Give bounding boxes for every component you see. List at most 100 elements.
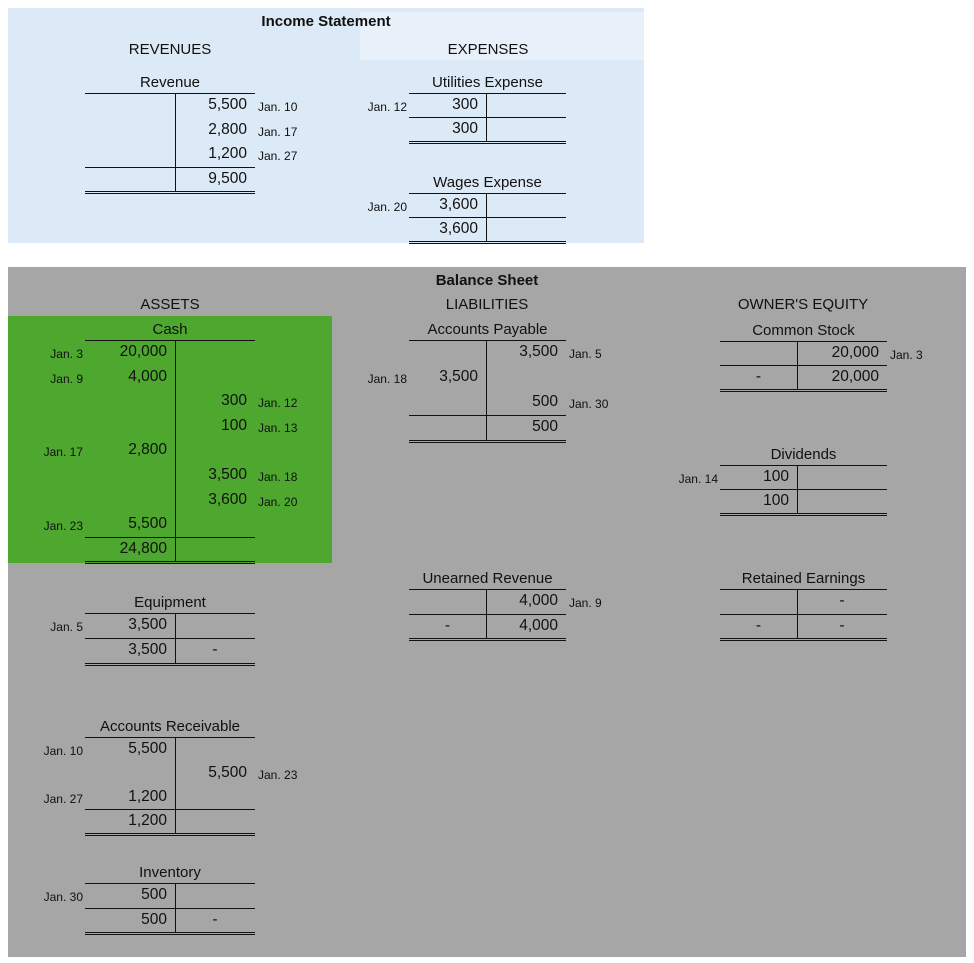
- debit-amount[interactable]: [409, 390, 486, 414]
- debit-amount[interactable]: [720, 341, 797, 365]
- credit-amount[interactable]: 2,800: [208, 120, 247, 138]
- debit-date: Jan. 18: [367, 372, 407, 386]
- credit-amount[interactable]: [175, 883, 255, 907]
- credit-amount[interactable]: 5,500: [208, 96, 247, 113]
- liabilities-heading: LIABILITIES: [445, 296, 529, 313]
- debit-amount[interactable]: 1,200: [128, 788, 167, 805]
- debit-amount[interactable]: 3,500: [128, 641, 167, 658]
- account-title: Inventory: [139, 864, 201, 881]
- debit-amount[interactable]: 5,500: [128, 740, 167, 757]
- debit-amount[interactable]: [85, 167, 175, 191]
- debit-amount[interactable]: 3,500: [128, 616, 167, 633]
- cash-account-highlight[interactable]: [8, 316, 332, 563]
- credit-amount[interactable]: 9,500: [208, 169, 247, 187]
- credit-amount[interactable]: [175, 613, 255, 637]
- debit-amount[interactable]: [85, 142, 175, 166]
- credit-date: Jan. 3: [890, 348, 923, 362]
- debit-amount[interactable]: 3,600: [439, 196, 478, 213]
- account-title: Revenue: [139, 74, 201, 91]
- credit-amount[interactable]: -: [212, 641, 218, 658]
- credit-amount[interactable]: 300: [221, 392, 247, 410]
- account-title: Unearned Revenue: [422, 570, 553, 587]
- credit-amount[interactable]: 20,000: [831, 368, 879, 385]
- debit-amount[interactable]: 4,000: [128, 367, 167, 385]
- credit-amount[interactable]: 100: [221, 416, 247, 434]
- credit-amount[interactable]: [175, 438, 255, 462]
- credit-amount[interactable]: -: [212, 910, 218, 928]
- credit-amount[interactable]: [486, 193, 566, 217]
- credit-date: Jan. 27: [258, 149, 298, 163]
- account-top-rule: [720, 465, 887, 466]
- credit-amount[interactable]: [175, 340, 255, 364]
- credit-amount[interactable]: [797, 465, 887, 489]
- credit-amount[interactable]: 5,500: [208, 764, 247, 781]
- debit-amount[interactable]: 5,500: [128, 515, 167, 533]
- credit-amount[interactable]: [175, 365, 255, 389]
- credit-amount[interactable]: [486, 217, 566, 241]
- credit-amount[interactable]: [175, 737, 255, 761]
- credit-amount[interactable]: 4,000: [519, 616, 558, 634]
- debit-amount[interactable]: 300: [452, 96, 478, 113]
- debit-amount[interactable]: 3,500: [439, 368, 478, 385]
- credit-amount[interactable]: [486, 117, 566, 141]
- debit-amount[interactable]: 100: [763, 468, 789, 485]
- credit-amount[interactable]: -: [839, 616, 845, 634]
- credit-amount[interactable]: -: [839, 592, 845, 609]
- debit-amount[interactable]: 500: [141, 886, 167, 903]
- debit-amount[interactable]: [409, 340, 486, 364]
- credit-amount[interactable]: [175, 512, 255, 536]
- credit-amount[interactable]: [175, 785, 255, 809]
- credit-amount[interactable]: 500: [532, 418, 558, 435]
- debit-amount[interactable]: [85, 389, 175, 413]
- debit-amount[interactable]: [409, 415, 486, 439]
- credit-amount[interactable]: [175, 809, 255, 833]
- credit-amount[interactable]: [486, 365, 566, 389]
- debit-amount[interactable]: 300: [452, 120, 478, 137]
- debit-amount[interactable]: 20,000: [119, 343, 167, 360]
- credit-amount[interactable]: 3,600: [208, 490, 247, 508]
- debit-amount[interactable]: [85, 414, 175, 438]
- credit-amount[interactable]: [175, 537, 255, 561]
- debit-amount[interactable]: [720, 589, 797, 613]
- debit-amount[interactable]: -: [755, 616, 762, 634]
- t-account-retained-earnings[interactable]: Retained Earnings---: [720, 570, 887, 641]
- debit-amount[interactable]: 3,600: [439, 220, 478, 237]
- debit-amount[interactable]: [85, 93, 175, 117]
- credit-amount[interactable]: 4,000: [519, 592, 558, 609]
- credit-amount[interactable]: 500: [532, 393, 558, 410]
- credit-amount[interactable]: 3,500: [208, 466, 247, 483]
- debit-amount[interactable]: [409, 589, 486, 613]
- debit-amount[interactable]: -: [444, 616, 451, 634]
- debit-amount[interactable]: [85, 488, 175, 512]
- credit-amount[interactable]: [486, 93, 566, 117]
- debit-amount[interactable]: [85, 761, 175, 785]
- debit-amount[interactable]: -: [755, 368, 762, 385]
- debit-amount[interactable]: [85, 463, 175, 487]
- debit-amount[interactable]: 2,800: [128, 441, 167, 459]
- credit-amount[interactable]: 20,000: [831, 344, 879, 361]
- credit-date: Jan. 5: [569, 347, 602, 361]
- credit-amount[interactable]: 1,200: [208, 145, 247, 162]
- credit-amount[interactable]: [797, 489, 887, 513]
- debit-amount[interactable]: [85, 118, 175, 142]
- income-statement-panel: [8, 8, 644, 243]
- debit-amount[interactable]: 500: [141, 910, 167, 928]
- debit-amount[interactable]: 24,800: [119, 539, 167, 557]
- debit-amount[interactable]: 1,200: [128, 812, 167, 829]
- credit-amount[interactable]: 3,500: [519, 343, 558, 360]
- debit-date: Jan. 27: [43, 792, 83, 806]
- debit-amount[interactable]: 100: [763, 492, 789, 509]
